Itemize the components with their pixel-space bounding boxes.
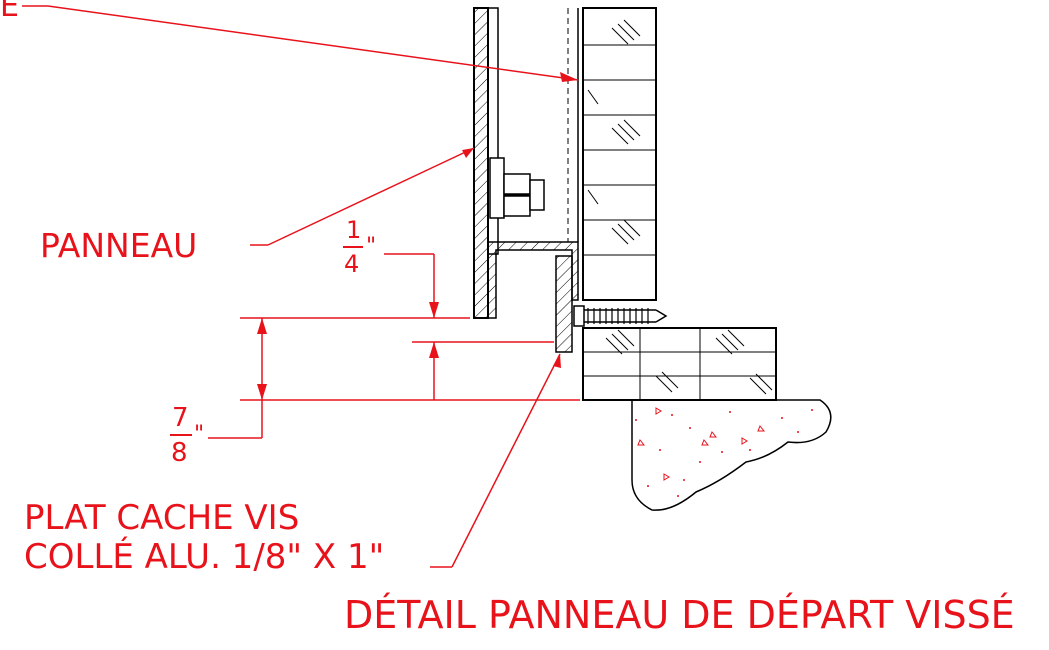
floor-section [582, 327, 777, 401]
cover-plate-label-line2: COLLÉ ALU. 1/8" X 1" [24, 537, 385, 577]
dim-quarter-unit: " [366, 234, 377, 259]
starter-angle-return [555, 255, 573, 353]
dim-quarter-bar [343, 246, 363, 248]
wall-glass-ticks [587, 19, 641, 245]
cover-plate-label-line1: PLAT CACHE VIS [24, 498, 300, 538]
dim-quarter-numerator: 1 [346, 216, 362, 244]
dim-eighths-unit: " [194, 422, 205, 447]
detail-title: DÉTAIL PANNEAU DE DÉPART VISSÉ [344, 593, 1015, 637]
wall-section [582, 7, 657, 301]
annotation-arrowheads [257, 72, 578, 400]
screw-fastener [573, 305, 668, 327]
panel-plate [473, 7, 489, 319]
annotation-lines [22, 5, 580, 568]
dim-eighths-denominator: 8 [171, 438, 188, 468]
screw-threads [587, 308, 649, 324]
wall-layer-lines [583, 44, 656, 256]
concrete-aggregate [637, 407, 766, 481]
concrete-slab [631, 399, 832, 511]
panel-label: PANNEAU [40, 226, 198, 265]
floor-layer-lines [583, 328, 776, 400]
dim-eighths-numerator: 7 [172, 403, 189, 433]
dim-quarter-denominator: 4 [344, 250, 360, 278]
starter-angle [487, 241, 579, 319]
floor-glass-ticks [605, 329, 773, 395]
concrete-dots [635, 409, 813, 497]
dim-eighths-bar [170, 434, 192, 436]
bolt-assembly [489, 157, 545, 219]
top-callout-label: E [0, 0, 19, 24]
